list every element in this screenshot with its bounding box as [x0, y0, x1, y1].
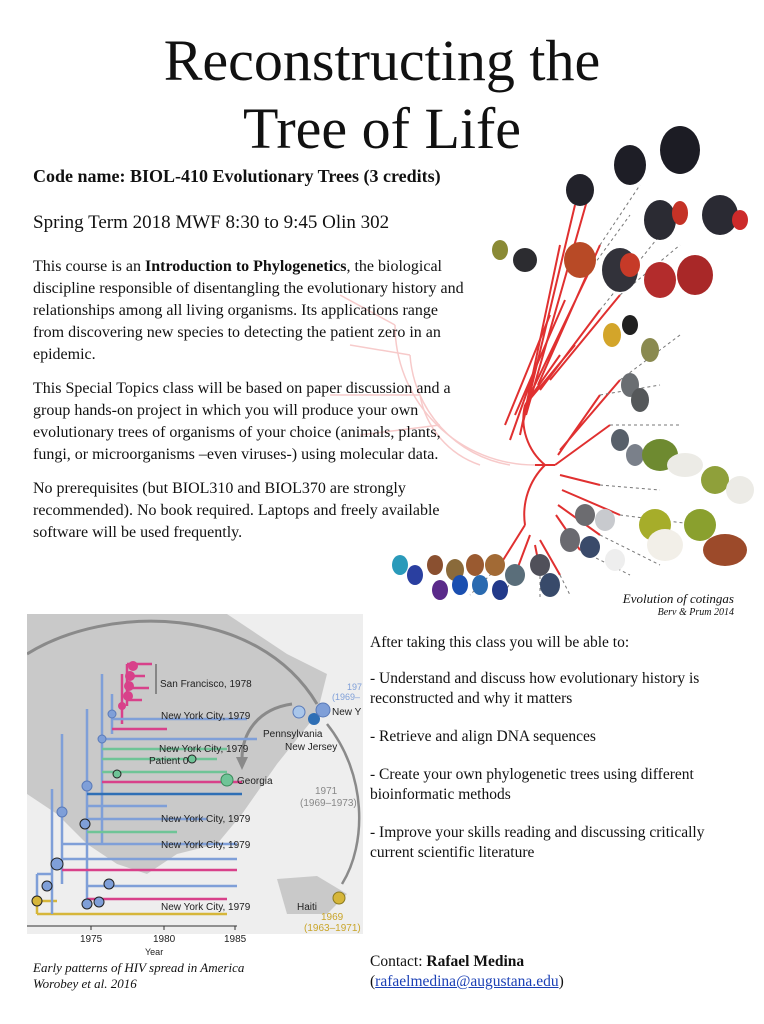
- hiv-tree-nodes: [31, 661, 346, 910]
- cotinga-caption-title: Evolution of cotingas: [622, 591, 734, 606]
- label-san-francisco: San Francisco, 1978: [160, 679, 252, 690]
- x-tick-1985: 1985: [224, 934, 247, 945]
- label-pennsylvania: Pennsylvania: [263, 729, 323, 740]
- hiv-spread-figure: San Francisco, 1978 New York City, 1979 …: [27, 614, 363, 957]
- label-new-jersey: New Jersey: [285, 742, 337, 753]
- label-nyc-4: New York City, 1979: [161, 840, 251, 851]
- label-haiti-year: 1969: [321, 912, 344, 923]
- label-1971: 1971: [315, 786, 338, 797]
- learning-outcomes: After taking this class you will be able…: [370, 633, 750, 881]
- outcome-item: - Improve your skills reading and discus…: [370, 824, 705, 861]
- x-axis-title: Year: [145, 947, 163, 957]
- label-haiti-range: (1963–1971): [304, 923, 361, 934]
- contact-name: Rafael Medina: [426, 953, 525, 970]
- curved-arrow-top: [27, 619, 319, 705]
- hiv-caption-credit: Worobey et al. 2016: [33, 976, 137, 991]
- outcome-item: - Create your own phylogenetic trees usi…: [370, 766, 694, 803]
- course-code-line: Code name: BIOL-410 Evolutionary Trees (…: [33, 166, 441, 186]
- label-1971-range: (1969–1973): [300, 798, 357, 809]
- intro-bold-phrase: Introduction to Phylogenetics: [144, 258, 347, 275]
- cotinga-tree-branches: [499, 189, 621, 576]
- outcomes-lead: After taking this class you will be able…: [370, 634, 630, 651]
- label-nyc-3: New York City, 1979: [161, 814, 251, 825]
- label-nyc-5: New York City, 1979: [161, 902, 251, 913]
- intro-text-after: , the biological discipline responsible …: [33, 258, 464, 363]
- term-schedule-line: Spring Term 2018 MWF 8:30 to 9:45 Olin 3…: [33, 212, 390, 233]
- label-patient-0: Patient 0: [149, 756, 189, 767]
- bird-silhouettes: [392, 126, 754, 600]
- hiv-figure-caption: Early patterns of HIV spread in America …: [33, 960, 244, 992]
- contact-block: Contact: Rafael Medina (rafaelmedina@aug…: [370, 953, 564, 990]
- curved-arrow-georgia: [240, 702, 293, 760]
- label-ny-range: (1969–: [332, 692, 360, 702]
- x-tick-1980: 1980: [153, 934, 176, 945]
- label-new-york: New Y: [332, 707, 362, 718]
- poster-title-line-1: Reconstructing the: [163, 28, 601, 93]
- land-shape-islands: [277, 876, 347, 914]
- label-georgia: Georgia: [237, 776, 273, 787]
- x-axis: [27, 925, 237, 930]
- x-tick-1975: 1975: [80, 934, 103, 945]
- outcome-item: - Retrieve and align DNA sequences: [370, 728, 596, 745]
- cotinga-caption-credit: Berv & Prum 2014: [657, 607, 734, 618]
- contact-email-link[interactable]: rafaelmedina@augustana.edu: [375, 973, 559, 990]
- outcome-item: - Understand and discuss how evolutionar…: [370, 670, 700, 707]
- intro-text-before: This course is an: [33, 258, 145, 275]
- label-ny-year: 197: [347, 682, 362, 692]
- curved-arrow-right: [326, 723, 361, 885]
- special-topics-paragraph: This Special Topics class will be based …: [33, 380, 451, 463]
- faded-tree-branches: [330, 294, 536, 466]
- label-nyc-2: New York City, 1979: [159, 744, 249, 755]
- cotinga-figure-caption: Evolution of cotingas Berv & Prum 2014: [623, 591, 734, 618]
- contact-label: Contact:: [370, 953, 427, 970]
- prerequisites-paragraph: No prerequisites (but BIOL310 and BIOL37…: [33, 480, 440, 541]
- hiv-caption-title: Early patterns of HIV spread in America: [33, 960, 245, 975]
- label-nyc-1: New York City, 1979: [161, 711, 251, 722]
- label-haiti: Haiti: [297, 902, 317, 913]
- intro-paragraph: This course is an Introduction to Phylog…: [33, 256, 473, 366]
- poster-title-line-2: Tree of Life: [242, 96, 522, 161]
- cotinga-phylogeny-figure: [330, 126, 754, 601]
